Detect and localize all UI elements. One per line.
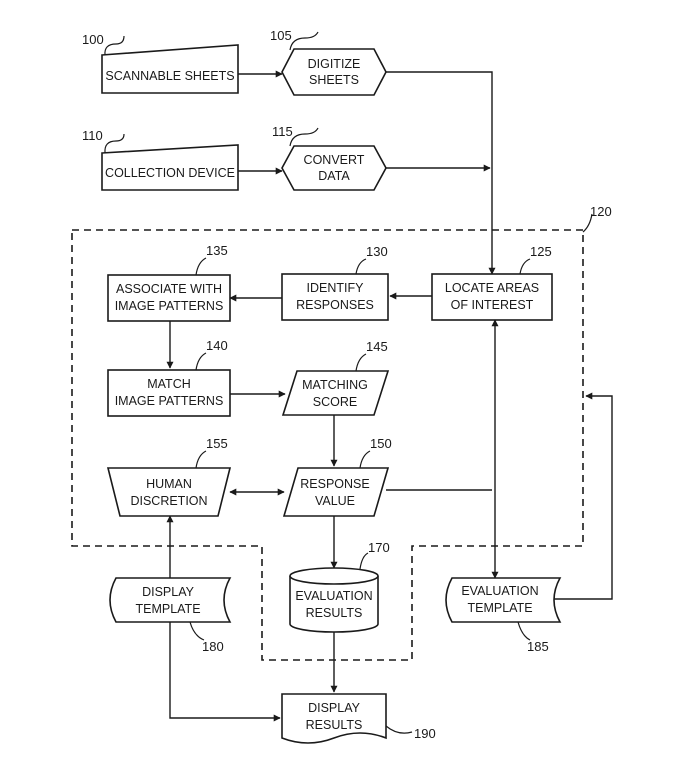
display-template-label-2: TEMPLATE: [135, 602, 200, 616]
convert-data-label-2: DATA: [318, 169, 350, 183]
scannable-sheets-node: SCANNABLE SHEETS 100: [82, 32, 238, 93]
locate-areas-ref: 125: [530, 244, 552, 259]
locate-areas-label-2: OF INTEREST: [451, 298, 534, 312]
evaluation-results-node: EVALUATION RESULTS 170: [290, 540, 390, 632]
human-discretion-label-1: HUMAN: [146, 477, 192, 491]
locate-areas-label-1: LOCATE AREAS: [445, 281, 539, 295]
digitize-sheets-ref: 105: [270, 28, 292, 43]
collection-device-label: COLLECTION DEVICE: [105, 166, 235, 180]
display-template-ref: 180: [202, 639, 224, 654]
response-value-node: RESPONSE VALUE 150: [284, 436, 392, 516]
display-results-ref: 190: [414, 726, 436, 741]
response-value-label-2: VALUE: [315, 494, 355, 508]
evaluation-template-node: EVALUATION TEMPLATE 185: [446, 578, 560, 654]
identify-responses-ref: 130: [366, 244, 388, 259]
display-results-label-1: DISPLAY: [308, 701, 361, 715]
evaluation-results-ref: 170: [368, 540, 390, 555]
match-patterns-ref: 140: [206, 338, 228, 353]
match-patterns-label-1: MATCH: [147, 377, 191, 391]
processing-group-ref: 120: [590, 204, 612, 219]
scannable-sheets-ref: 100: [82, 32, 104, 47]
matching-score-node: MATCHING SCORE 145: [283, 339, 388, 415]
match-patterns-node: MATCH IMAGE PATTERNS 140: [108, 338, 230, 416]
match-patterns-label-2: IMAGE PATTERNS: [115, 394, 224, 408]
identify-responses-label-1: IDENTIFY: [307, 281, 365, 295]
human-discretion-ref: 155: [206, 436, 228, 451]
digitize-sheets-node: DIGITIZE SHEETS 105: [270, 28, 386, 95]
identify-responses-node: IDENTIFY RESPONSES 130: [282, 244, 388, 320]
associate-patterns-label-2: IMAGE PATTERNS: [115, 299, 224, 313]
collection-device-node: COLLECTION DEVICE 110: [82, 128, 238, 190]
display-template-label-1: DISPLAY: [142, 585, 195, 599]
matching-score-label-2: SCORE: [313, 395, 357, 409]
scannable-sheets-label: SCANNABLE SHEETS: [105, 69, 234, 83]
associate-patterns-node: ASSOCIATE WITH IMAGE PATTERNS 135: [108, 243, 230, 321]
evaluation-results-label-1: EVALUATION: [295, 589, 372, 603]
associate-patterns-ref: 135: [206, 243, 228, 258]
matching-score-label-1: MATCHING: [302, 378, 368, 392]
collection-device-ref: 110: [82, 128, 103, 143]
human-discretion-label-2: DISCRETION: [130, 494, 207, 508]
display-results-node: DISPLAY RESULTS 190: [282, 694, 436, 743]
evaluation-template-ref: 185: [527, 639, 549, 654]
evaluation-template-label-1: EVALUATION: [461, 584, 538, 598]
convert-data-node: CONVERT DATA 115: [272, 124, 386, 190]
convert-data-label-1: CONVERT: [304, 153, 365, 167]
digitize-sheets-label-2: SHEETS: [309, 73, 359, 87]
identify-responses-label-2: RESPONSES: [296, 298, 374, 312]
response-value-ref: 150: [370, 436, 392, 451]
human-discretion-node: HUMAN DISCRETION 155: [108, 436, 230, 516]
evaluation-template-label-2: TEMPLATE: [467, 601, 532, 615]
digitize-sheets-label-1: DIGITIZE: [308, 57, 361, 71]
matching-score-ref: 145: [366, 339, 388, 354]
convert-data-ref: 115: [272, 124, 293, 139]
response-value-label-1: RESPONSE: [300, 477, 369, 491]
associate-patterns-label-1: ASSOCIATE WITH: [116, 282, 222, 296]
evaluation-results-label-2: RESULTS: [306, 606, 363, 620]
display-results-label-2: RESULTS: [306, 718, 363, 732]
